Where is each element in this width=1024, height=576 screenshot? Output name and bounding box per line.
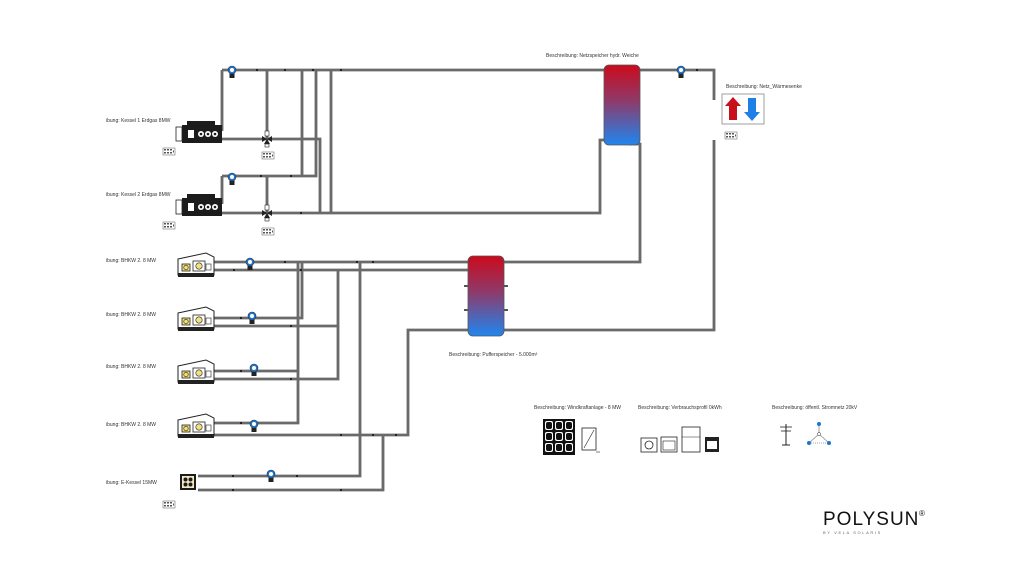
controller-icon[interactable] — [261, 151, 275, 160]
e-kessel-unit[interactable]: ibung: E-Kessel 15MW — [106, 474, 196, 509]
tank-port — [504, 285, 508, 287]
pump-icon[interactable] — [249, 363, 259, 377]
chp-icon — [177, 359, 215, 385]
tank-port — [464, 285, 468, 287]
e-kessel-label: ibung: E-Kessel 15MW — [106, 480, 157, 486]
pump-icon[interactable] — [245, 257, 255, 271]
controller-icon[interactable] — [261, 227, 275, 236]
waermesenke-label: Beschreibung: Netz_Wärmesenke — [726, 84, 802, 90]
pump-icon[interactable] — [249, 419, 259, 433]
mixing-valve-icon[interactable] — [261, 130, 273, 148]
brand-reg: ® — [919, 509, 925, 518]
pump-icon[interactable] — [247, 311, 257, 325]
pipe-network — [196, 68, 716, 492]
bhkw-3-label: ibung: BHKW 2. 8 MW — [106, 364, 156, 370]
waermesenke-unit[interactable]: Beschreibung: Netz_Wärmesenke — [721, 84, 802, 140]
bhkw-1-label: ibung: BHKW 2. 8 MW — [106, 258, 156, 264]
verbrauch-unit[interactable]: Beschreibung: Verbrauchsprofil 0kWh — [638, 405, 722, 453]
brand-sub: BY VELA SOLARIS — [823, 530, 882, 535]
netzspeicher-label: Beschreibung: Netzspeicher hydr. Weiche — [546, 53, 639, 59]
pump-icon[interactable] — [676, 65, 686, 79]
power-grid-icon — [780, 422, 831, 446]
netzspeicher-unit[interactable]: Beschreibung: Netzspeicher hydr. Weiche — [546, 53, 641, 146]
stromnetz-unit[interactable]: Beschreibung: öffentl. Stromnetz 20kV — [772, 405, 858, 446]
kessel-1-unit[interactable]: ibung: Kessel 1 Erdgas 8MW — [106, 118, 223, 156]
stromnetz-label: Beschreibung: öffentl. Stromnetz 20kV — [772, 405, 858, 411]
bhkw-4-unit[interactable]: ibung: BHKW 2. 8 MW — [106, 413, 215, 439]
solar-panel-icon — [543, 419, 575, 455]
chp-icon — [177, 413, 215, 439]
brand-logo: POLYSUN ® BY VELA SOLARIS — [823, 509, 925, 535]
controller-icon[interactable] — [162, 221, 176, 230]
wind-label: Beschreibung: Windkraftanlage - 8 MW — [534, 405, 621, 411]
pump-icon[interactable] — [227, 65, 237, 79]
bhkw-4-label: ibung: BHKW 2. 8 MW — [106, 422, 156, 428]
storage-tank-icon — [467, 255, 505, 337]
kessel-2-unit[interactable]: ibung: Kessel 2 Erdgas 8MW — [106, 192, 223, 230]
bhkw-2-label: ibung: BHKW 2. 8 MW — [106, 312, 156, 318]
tank-port — [504, 309, 508, 311]
brand-name: POLYSUN — [823, 509, 919, 530]
controller-icon[interactable] — [724, 131, 738, 140]
boiler-icon — [175, 193, 223, 217]
storage-tank-icon — [603, 64, 641, 146]
mixing-valve-icon[interactable] — [261, 204, 273, 222]
heat-sink-icon — [721, 93, 765, 125]
controller-icon[interactable] — [162, 500, 176, 509]
chp-icon — [177, 306, 215, 332]
wind-unit[interactable]: Beschreibung: Windkraftanlage - 8 MW — [534, 405, 621, 455]
pump-icon[interactable] — [266, 469, 276, 483]
pufferspeicher-label: Beschreibung: Pufferspeicher - 5.000m³ — [449, 352, 538, 358]
pump-icon[interactable] — [227, 172, 237, 186]
kessel-2-label: ibung: Kessel 2 Erdgas 8MW — [106, 192, 171, 198]
bhkw-2-unit[interactable]: ibung: BHKW 2. 8 MW — [106, 306, 215, 332]
bhkw-1-unit[interactable]: ibung: BHKW 2. 8 MW — [106, 252, 215, 278]
verbrauch-label: Beschreibung: Verbrauchsprofil 0kWh — [638, 405, 722, 411]
inverter-icon — [581, 427, 600, 453]
bhkw-3-unit[interactable]: ibung: BHKW 2. 8 MW — [106, 359, 215, 385]
electric-boiler-icon — [180, 474, 196, 490]
boiler-icon — [175, 120, 223, 144]
appliances-icon — [640, 426, 719, 453]
chp-icon — [177, 252, 215, 278]
kessel-1-label: ibung: Kessel 1 Erdgas 8MW — [106, 118, 171, 124]
pufferspeicher-unit[interactable]: Beschreibung: Pufferspeicher - 5.000m³ — [449, 255, 538, 358]
controller-icon[interactable] — [162, 147, 176, 156]
tank-port — [464, 309, 468, 311]
